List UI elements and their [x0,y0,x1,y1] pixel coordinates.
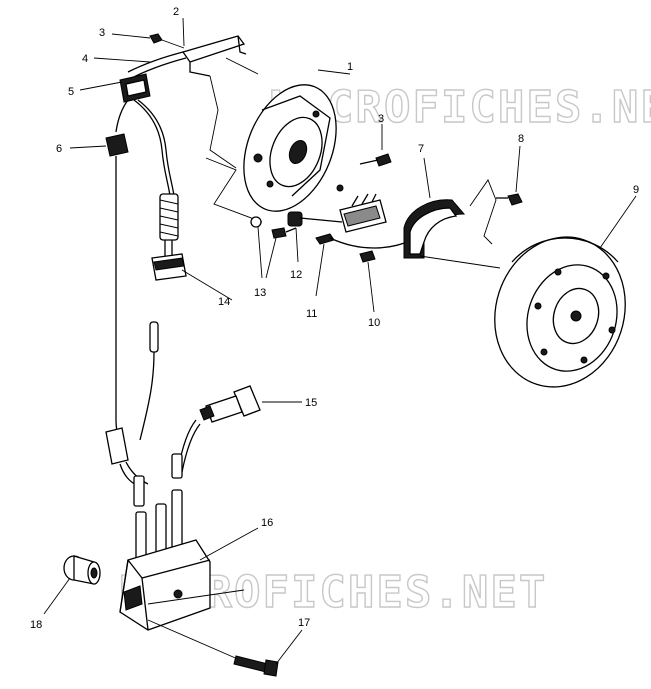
callout-10: 10 [368,317,380,329]
spark-plug-cap [177,385,302,473]
callout-8: 8 [518,133,524,145]
callout-2: 2 [173,6,179,18]
screw-8 [496,145,523,206]
cdi-ignition-coil [119,453,259,631]
callout-15: 15 [305,397,317,409]
screw-3-top [149,33,163,44]
callout-1: 1 [347,61,353,73]
pulser-coil [299,193,413,297]
callout-6: 6 [56,143,62,155]
callout-7: 7 [418,143,424,155]
callout-5: 5 [68,86,74,98]
callout-17: 17 [298,617,310,629]
wire-clamp [181,35,246,63]
callout-leaders [69,17,383,150]
collar [43,555,101,615]
callout-11: 11 [306,308,317,320]
lead-wire [105,321,159,487]
connector [105,133,129,157]
bolt [147,619,303,677]
callout-14: 14 [218,296,230,308]
wire-wrap [159,193,179,241]
callout-18: 18 [30,619,42,631]
flywheel [494,195,637,388]
callout-9: 9 [633,184,639,196]
callout-3b: 3 [378,113,384,125]
exciter-coil [403,157,466,259]
callout-12: 12 [290,269,302,281]
spacer-and-screws [250,211,303,279]
callout-4: 4 [82,53,88,65]
callout-16: 16 [261,517,273,529]
screw-10 [359,250,376,313]
callout-13: 13 [254,287,266,299]
callout-labels: 1 2 3 3 4 5 6 7 8 9 10 11 12 13 14 15 16… [30,6,639,631]
stator-plate [243,69,351,212]
screw-3-middle [359,153,392,167]
callout-3a: 3 [99,27,105,39]
wire-harness-assembly [105,33,247,420]
